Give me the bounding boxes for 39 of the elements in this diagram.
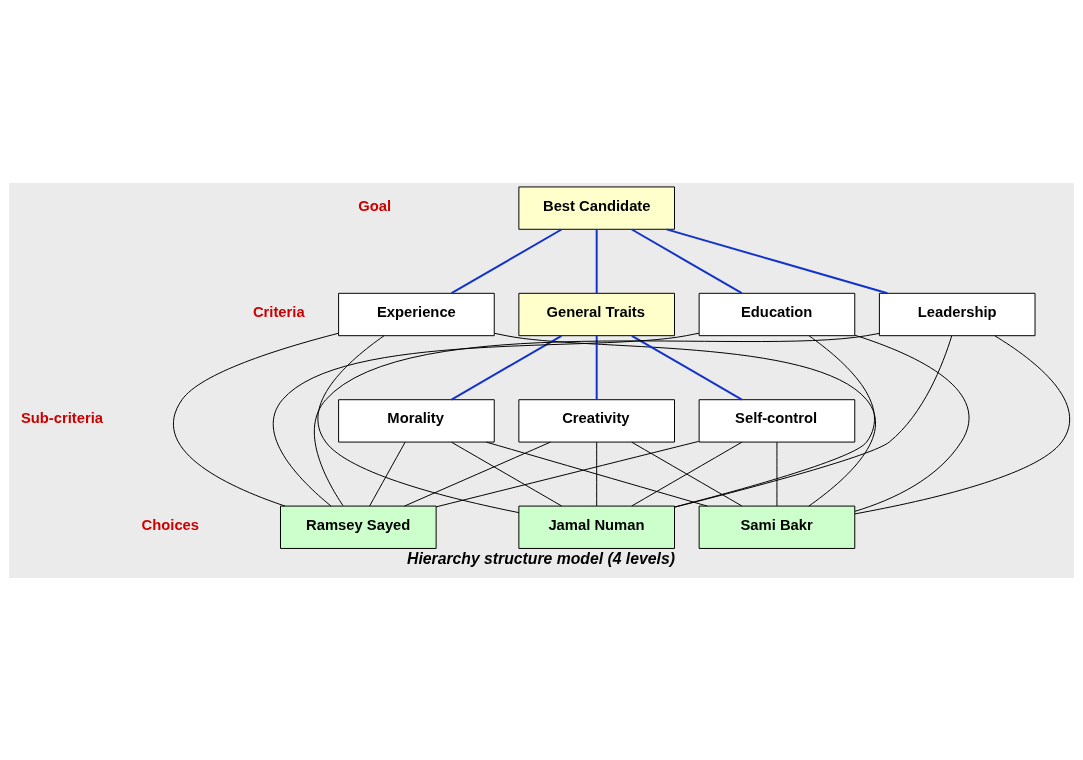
node-box: Sami Bakr [698, 505, 856, 549]
node-box: General Traits [518, 292, 675, 336]
node-box: Experience [338, 292, 495, 336]
connector [595, 334, 598, 401]
connector [485, 441, 708, 507]
connector [595, 228, 598, 294]
node-box: Leadership [878, 292, 1036, 336]
label: Sub-criteria [20, 409, 103, 426]
connector [630, 228, 743, 294]
connector [450, 334, 563, 401]
connector [272, 332, 700, 507]
label: Goal [358, 197, 392, 214]
connector [674, 334, 953, 508]
connector [172, 332, 339, 507]
connector [630, 334, 743, 401]
caption: Hierarchy structure model (4 levels) [407, 549, 675, 567]
connector [854, 334, 970, 512]
node-box: Jamal Numan [518, 505, 675, 549]
label: Criteria [252, 303, 305, 320]
node-box: Creativity [518, 398, 675, 443]
connector [450, 228, 563, 294]
connector [403, 441, 551, 507]
connector [451, 441, 563, 506]
connector [596, 441, 598, 506]
node-box: Best Candidate [518, 185, 675, 230]
connector [369, 441, 406, 506]
connector [494, 332, 876, 507]
label: Choices [141, 516, 200, 533]
connector [776, 441, 778, 506]
connector [631, 441, 743, 506]
connector [313, 332, 880, 506]
connector [854, 334, 1071, 514]
node-box: Morality [338, 398, 495, 443]
connector [317, 334, 520, 513]
node-box: Education [698, 292, 856, 336]
connector [665, 227, 889, 294]
node-box: Ramsey Sayed [280, 505, 437, 549]
node-box: Self-control [698, 398, 856, 443]
connector [435, 440, 700, 507]
